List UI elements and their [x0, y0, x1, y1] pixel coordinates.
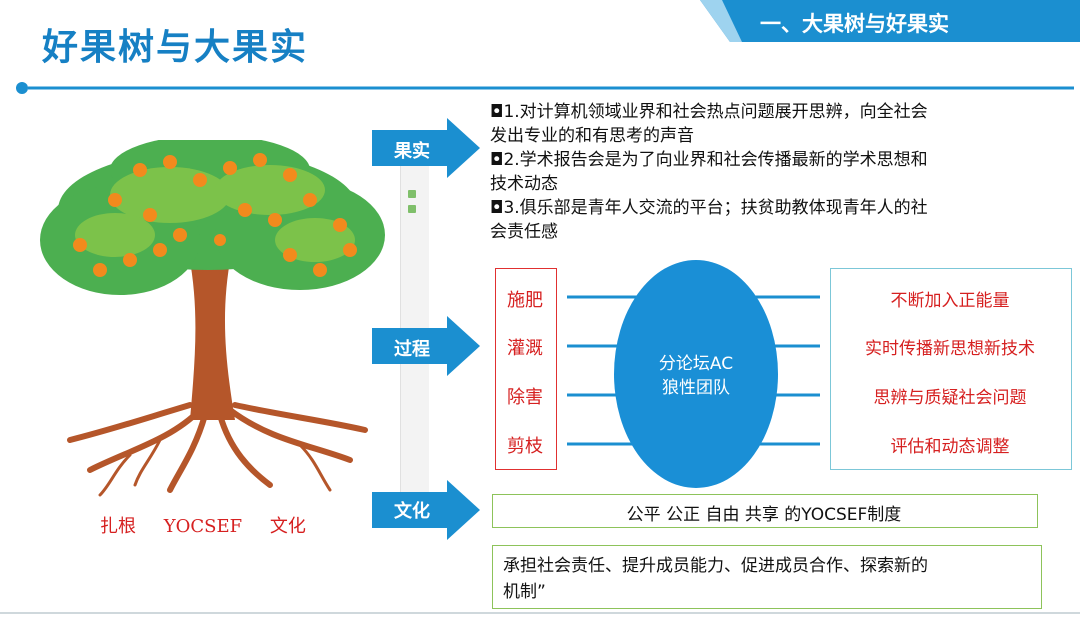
strip-mark	[408, 205, 416, 213]
fruit-text-line: 会责任感	[490, 222, 558, 242]
culture-box-mission	[492, 545, 1042, 609]
arrow-fruit	[372, 118, 480, 178]
strip-mark	[408, 190, 416, 198]
arrow-process-label: 过程	[394, 339, 430, 360]
section-banner	[700, 0, 1080, 42]
arrow-culture	[372, 480, 480, 540]
fruit-text-line: 技术动态	[490, 174, 558, 194]
tree-caption-yocsef: YOCSEF	[163, 516, 243, 537]
fruit-text-line: ◘1.对计算机领域业界和社会热点问题展开思辨，向全社会	[490, 102, 928, 122]
tree-caption-root: 扎根	[100, 516, 136, 537]
culture-system-text: 公平 公正 自由 共享 的YOCSEF制度	[626, 505, 902, 525]
process-left-item: 剪枝	[507, 436, 543, 457]
center-text-line: 狼性团队	[662, 378, 730, 398]
tree-caption-culture: 文化	[269, 516, 306, 537]
process-left-item: 除害	[507, 387, 543, 408]
title-underline	[16, 82, 1074, 94]
tree-illustration	[40, 140, 385, 497]
culture-mission-line: 机制”	[503, 582, 546, 602]
arrow-fruit-label: 果实	[394, 141, 430, 162]
arrow-process	[372, 316, 480, 376]
center-ellipse	[614, 260, 778, 488]
tree-caption: 扎根 YOCSEF 文化	[100, 512, 328, 538]
section-banner-text: 一、大果树与好果实	[760, 12, 949, 36]
page-title: 好果树与大果实	[42, 27, 309, 68]
fruit-text-line: ◘3.俱乐部是青年人交流的平台；扶贫助教体现青年人的社	[490, 198, 928, 218]
process-right-item: 实时传播新思想新技术	[865, 339, 1035, 359]
culture-box-system	[492, 494, 1038, 528]
process-right-box	[830, 268, 1072, 470]
process-left-item: 灌溉	[507, 338, 543, 359]
process-right-item: 评估和动态调整	[890, 437, 1010, 457]
culture-mission-line: 承担社会责任、提升成员能力、促进成员合作、探索新的	[503, 556, 928, 576]
process-right-item: 思辨与质疑社会问题	[873, 388, 1027, 408]
process-left-box	[495, 268, 557, 470]
arrow-culture-label: 文化	[394, 501, 430, 522]
fruit-text-line: 发出专业的和有思考的声音	[490, 126, 694, 146]
center-text-line: 分论坛AC	[658, 354, 734, 374]
separator-strip	[400, 140, 429, 500]
process-left-item: 施肥	[507, 290, 543, 311]
bottom-rule	[0, 612, 1080, 614]
process-right-item: 不断加入正能量	[890, 291, 1010, 311]
fruit-text-line: ◘2.学术报告会是为了向业界和社会传播最新的学术思想和	[490, 150, 928, 170]
